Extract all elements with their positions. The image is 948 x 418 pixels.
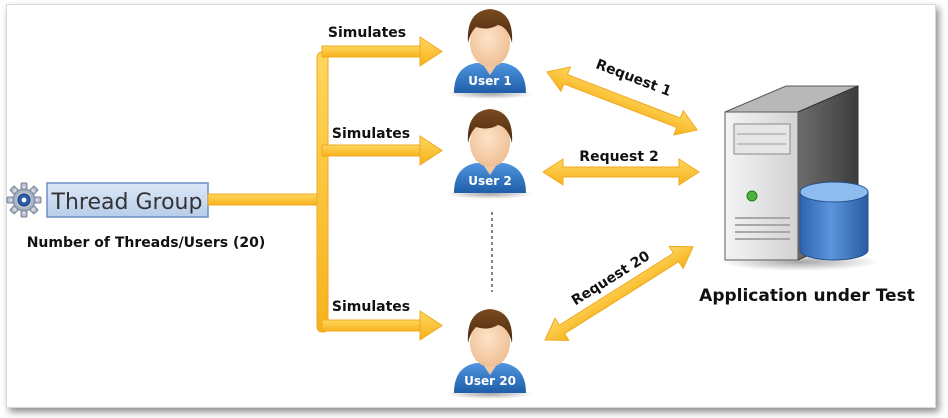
- request-arrow-3: [544, 245, 694, 341]
- request-label-2: Request 2: [579, 149, 658, 165]
- branch-arrowhead-2: [419, 135, 443, 166]
- server-power-led: [746, 190, 758, 202]
- user-2: User 2: [446, 109, 534, 199]
- request-arrows: [542, 66, 700, 341]
- user-label-1: User 1: [468, 74, 511, 88]
- branch-arrowhead-3: [419, 310, 443, 341]
- server-label: Application under Test: [699, 286, 915, 306]
- feed-arrow-shaft: [207, 193, 325, 206]
- thread-group-caption: Number of Threads/Users (20): [27, 235, 266, 251]
- simulates-label-3: Simulates: [332, 299, 410, 315]
- simulates-label-1: Simulates: [328, 25, 406, 41]
- trunk-line: [316, 51, 329, 333]
- branch-arrowhead-1: [419, 36, 443, 67]
- user-label-20: User 20: [464, 374, 516, 388]
- database-cylinder: [799, 181, 869, 261]
- branch-arrow-shaft-3: [321, 319, 423, 332]
- request-arrow-2: [542, 158, 700, 186]
- branch-arrow-shaft-1: [321, 45, 423, 58]
- branch-arrows: [207, 36, 443, 341]
- branch-arrow-shaft-2: [321, 144, 423, 157]
- user-1: User 1: [446, 9, 534, 99]
- request-arrow-1: [546, 66, 699, 136]
- gear-icon: [6, 182, 42, 218]
- server-database-icon: [720, 85, 880, 271]
- simulates-label-2: Simulates: [332, 126, 410, 142]
- thread-group-label: Thread Group: [51, 190, 203, 215]
- user-20: User 20: [446, 309, 534, 399]
- user-label-2: User 2: [468, 174, 511, 188]
- thread-group: Thread Group Number of Threads/Users (20…: [6, 182, 266, 251]
- thread-group-box: [46, 182, 209, 218]
